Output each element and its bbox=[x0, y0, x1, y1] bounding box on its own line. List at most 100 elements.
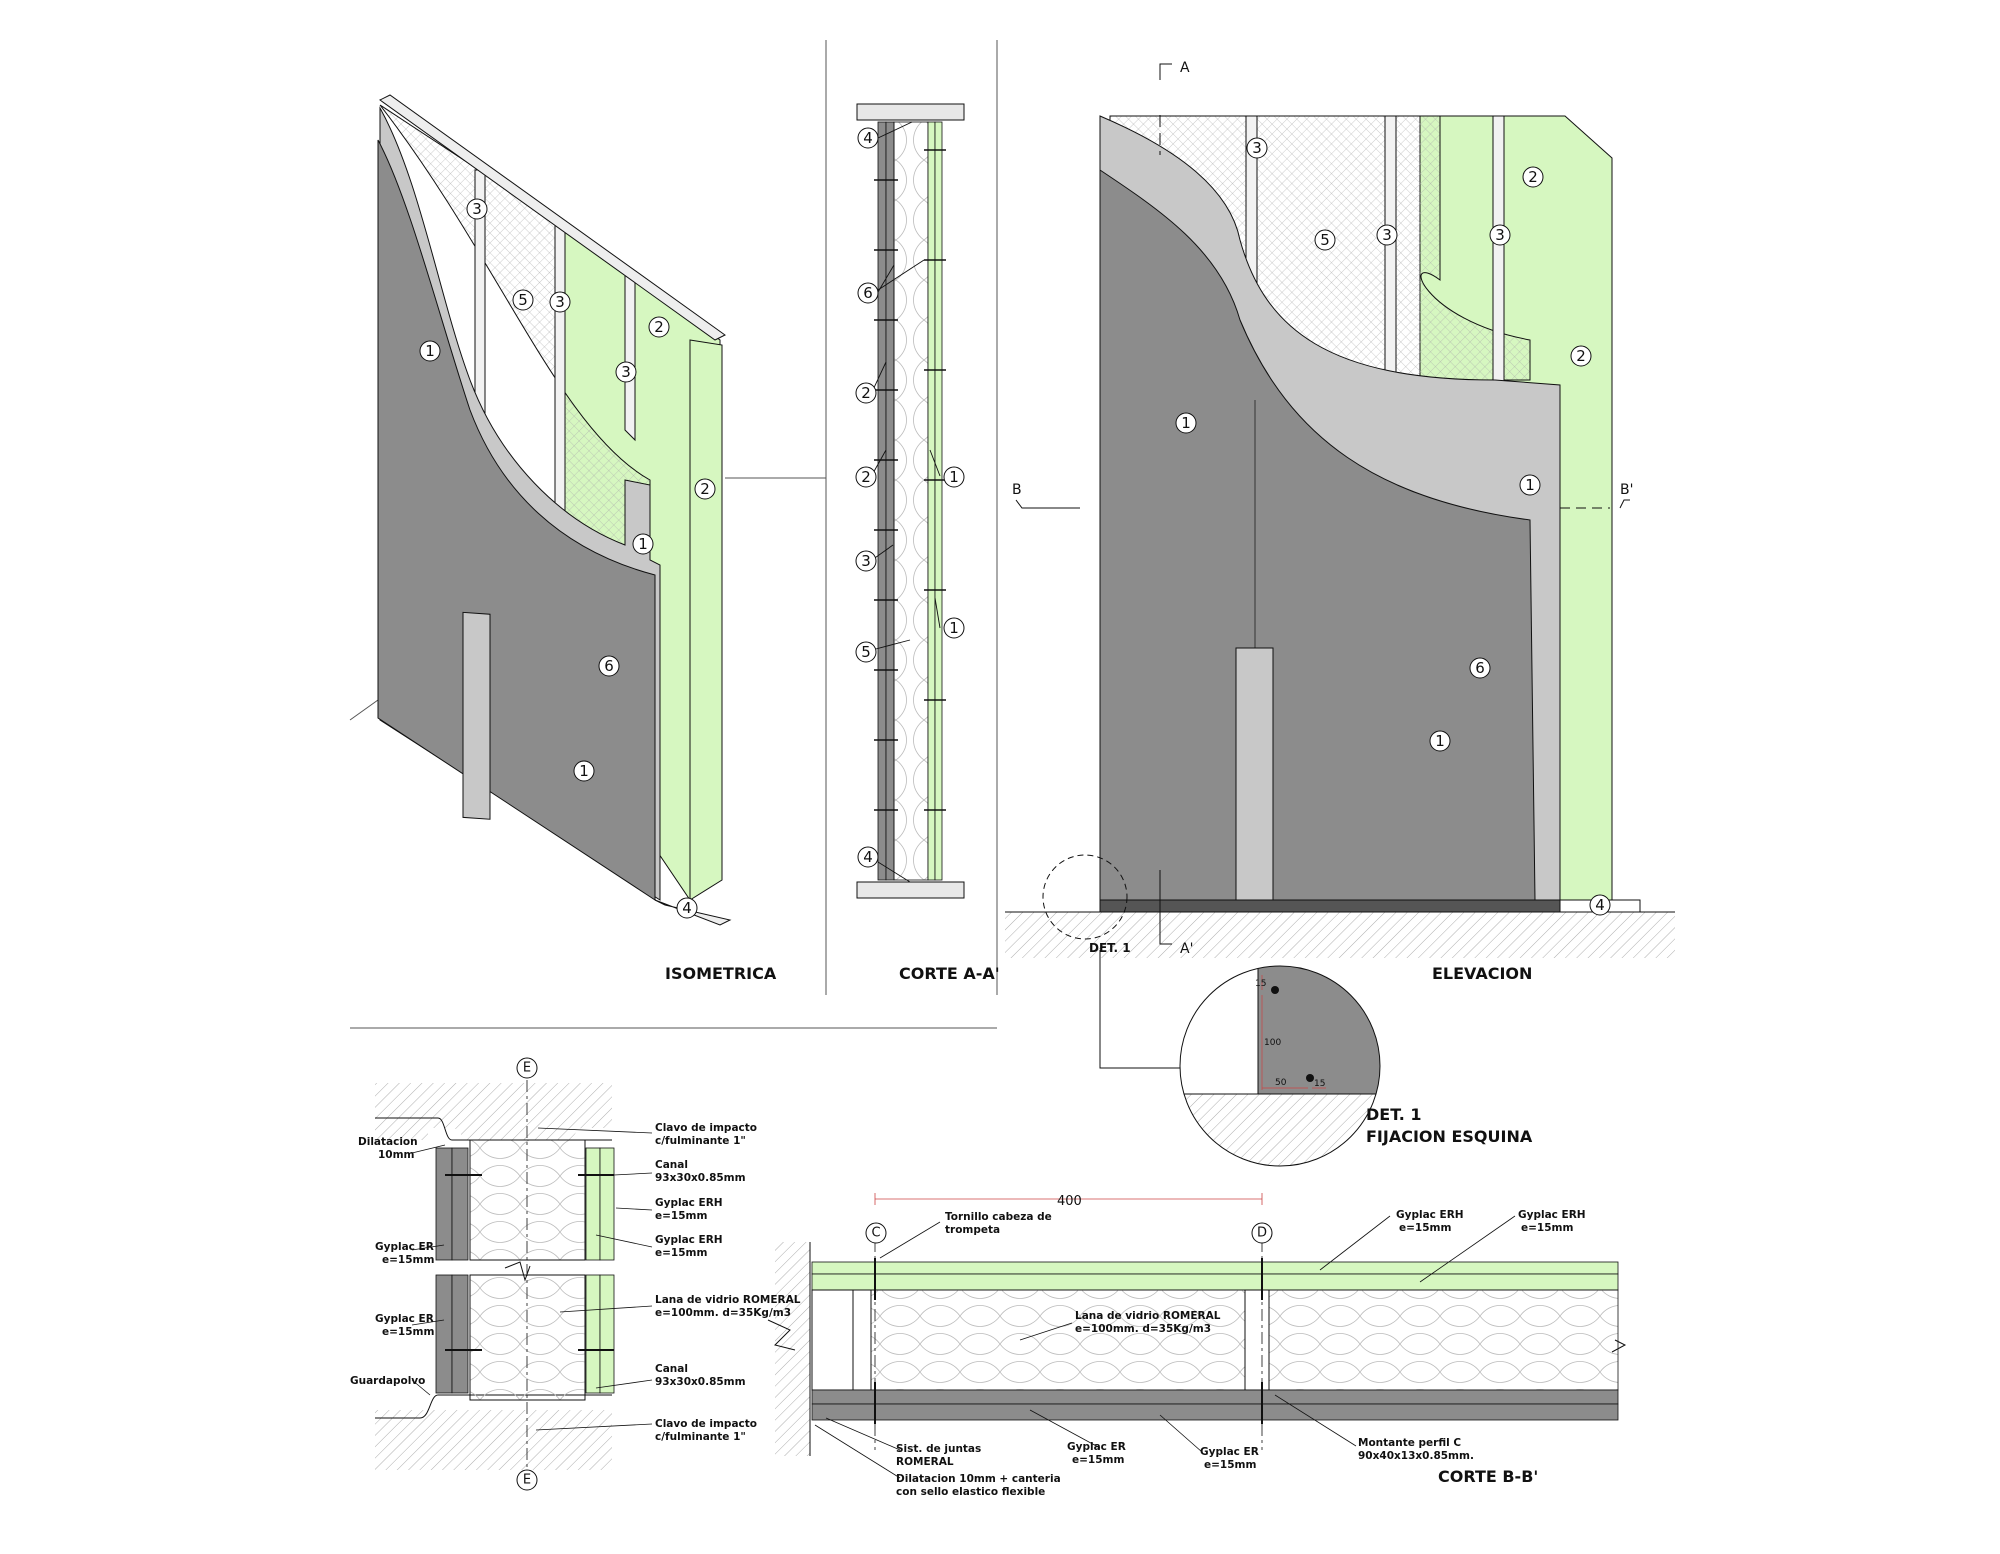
svg-text:Gyplac ERH: Gyplac ERH bbox=[655, 1197, 723, 1209]
mark-c: C bbox=[871, 1226, 880, 1241]
marker: 3 bbox=[615, 361, 637, 383]
elevation-view bbox=[1005, 63, 1675, 958]
marker: 4 bbox=[857, 846, 879, 868]
marker: 3 bbox=[466, 198, 488, 220]
svg-text:Gyplac ERH: Gyplac ERH bbox=[1518, 1209, 1586, 1221]
section-bb bbox=[767, 1193, 1627, 1479]
svg-text:5: 5 bbox=[861, 643, 871, 661]
ee-leaders bbox=[411, 1127, 653, 1431]
mark-b2: B' bbox=[1620, 482, 1633, 498]
ee-break-mark bbox=[504, 1261, 531, 1282]
elev-dark-board bbox=[1099, 169, 1536, 901]
svg-text:1: 1 bbox=[1435, 732, 1445, 750]
ee-board-green-2 bbox=[599, 1147, 615, 1261]
svg-text:Clavo de impacto: Clavo de impacto bbox=[655, 1418, 757, 1430]
aa-board-green-1 bbox=[927, 121, 936, 881]
title-corte-aa: CORTE A-A' bbox=[899, 964, 1000, 983]
ee-screws bbox=[445, 1174, 614, 1351]
marker: 2 bbox=[1522, 166, 1544, 188]
bb-insulation bbox=[869, 1289, 1619, 1391]
svg-text:Montante perfil C: Montante perfil C bbox=[1358, 1437, 1461, 1449]
section-marks: A A' B B' C D E E bbox=[516, 60, 1633, 1491]
ee-board-green-1 bbox=[585, 1147, 601, 1261]
svg-text:3: 3 bbox=[1252, 139, 1262, 157]
svg-text:4: 4 bbox=[863, 848, 873, 866]
elev-bottom-track bbox=[1099, 899, 1561, 913]
svg-text:e=100mm. d=35Kg/m3: e=100mm. d=35Kg/m3 bbox=[655, 1307, 791, 1319]
ee-insulation-bottom bbox=[469, 1274, 586, 1401]
svg-text:Canal: Canal bbox=[655, 1363, 688, 1375]
marker: 4 bbox=[857, 127, 879, 149]
svg-text:10mm: 10mm bbox=[378, 1149, 415, 1161]
title-det1: DET. 1 bbox=[1366, 1105, 1421, 1124]
svg-text:6: 6 bbox=[1475, 659, 1485, 677]
marker: 1 bbox=[419, 340, 441, 362]
marker: 5 bbox=[512, 289, 534, 311]
marker: 3 bbox=[1376, 224, 1398, 246]
svg-text:e=15mm: e=15mm bbox=[1399, 1222, 1451, 1234]
ee-floor-hatch bbox=[375, 1410, 612, 1470]
marker: 3 bbox=[549, 291, 571, 313]
elev-joint-strip bbox=[1235, 647, 1274, 911]
aa-board-green-2 bbox=[934, 121, 943, 881]
svg-text:Guardapolvo: Guardapolvo bbox=[350, 1375, 425, 1387]
svg-text:5: 5 bbox=[518, 291, 528, 309]
bb-stud-c bbox=[852, 1289, 872, 1391]
title-corte-bb: CORTE B-B' bbox=[1438, 1467, 1538, 1486]
svg-text:3: 3 bbox=[621, 363, 631, 381]
svg-text:4: 4 bbox=[863, 129, 873, 147]
ee-board-dark-left-4 bbox=[451, 1274, 469, 1394]
svg-text:15: 15 bbox=[1314, 1079, 1325, 1089]
bb-board-green-2 bbox=[811, 1273, 1619, 1291]
svg-text:15: 15 bbox=[1255, 979, 1266, 989]
aa-insulation bbox=[893, 121, 929, 881]
marker: 1 bbox=[632, 533, 654, 555]
svg-text:100: 100 bbox=[1264, 1038, 1281, 1048]
marker: 4 bbox=[676, 897, 698, 919]
svg-text:Gyplac ERH: Gyplac ERH bbox=[655, 1234, 723, 1246]
bb-axes bbox=[874, 1240, 1263, 1450]
svg-text:2: 2 bbox=[700, 480, 710, 498]
bb-break-mark bbox=[1611, 1339, 1627, 1353]
isometric-view bbox=[349, 94, 732, 926]
marker: 2 bbox=[694, 478, 716, 500]
svg-text:e=15mm: e=15mm bbox=[1521, 1222, 1573, 1234]
aa-board-dark-2 bbox=[885, 121, 895, 881]
svg-text:trompeta: trompeta bbox=[945, 1224, 1000, 1236]
svg-text:Canal: Canal bbox=[655, 1159, 688, 1171]
elev-floor-hatch bbox=[1005, 912, 1675, 958]
svg-text:90x40x13x0.85mm.: 90x40x13x0.85mm. bbox=[1358, 1450, 1474, 1462]
svg-text:e=15mm: e=15mm bbox=[655, 1247, 707, 1259]
iso-joint-strip bbox=[462, 611, 491, 820]
det1-nail-1 bbox=[1271, 986, 1279, 994]
svg-text:3: 3 bbox=[1382, 226, 1392, 244]
mark-a2: A' bbox=[1180, 941, 1193, 957]
svg-text:1: 1 bbox=[579, 762, 589, 780]
svg-text:c/fulminante 1": c/fulminante 1" bbox=[655, 1431, 746, 1443]
svg-text:c/fulminante 1": c/fulminante 1" bbox=[655, 1135, 746, 1147]
ee-insulation-top bbox=[469, 1139, 586, 1261]
svg-text:1: 1 bbox=[1181, 414, 1191, 432]
mark-d: D bbox=[1257, 1226, 1267, 1241]
det1-nail-2 bbox=[1306, 1074, 1314, 1082]
ee-board-green-3 bbox=[585, 1274, 601, 1394]
marker: 5 bbox=[1314, 229, 1336, 251]
svg-text:e=15mm: e=15mm bbox=[1204, 1459, 1256, 1471]
aa-screws bbox=[874, 149, 946, 811]
svg-text:2: 2 bbox=[861, 384, 871, 402]
det1-callout-label: DET. 1 bbox=[1089, 941, 1131, 955]
svg-text:Gyplac ER: Gyplac ER bbox=[375, 1241, 434, 1253]
bb-board-green-1 bbox=[811, 1261, 1619, 1275]
corte-ee-labels: Dilatacion 10mm Clavo de impacto c/fulmi… bbox=[350, 1122, 801, 1443]
svg-text:1: 1 bbox=[949, 468, 959, 486]
bb-leaders bbox=[814, 1215, 1516, 1479]
svg-text:e=15mm: e=15mm bbox=[1072, 1454, 1124, 1466]
mark-e-top: E bbox=[523, 1061, 531, 1076]
marker: 6 bbox=[598, 655, 620, 677]
svg-text:Lana de vidrio ROMERAL: Lana de vidrio ROMERAL bbox=[655, 1294, 801, 1306]
aa-board-dark-1 bbox=[877, 121, 887, 881]
sheet-dividers bbox=[350, 40, 998, 1029]
title-fijacion-esquina: FIJACION ESQUINA bbox=[1366, 1127, 1533, 1146]
svg-text:3: 3 bbox=[861, 552, 871, 570]
